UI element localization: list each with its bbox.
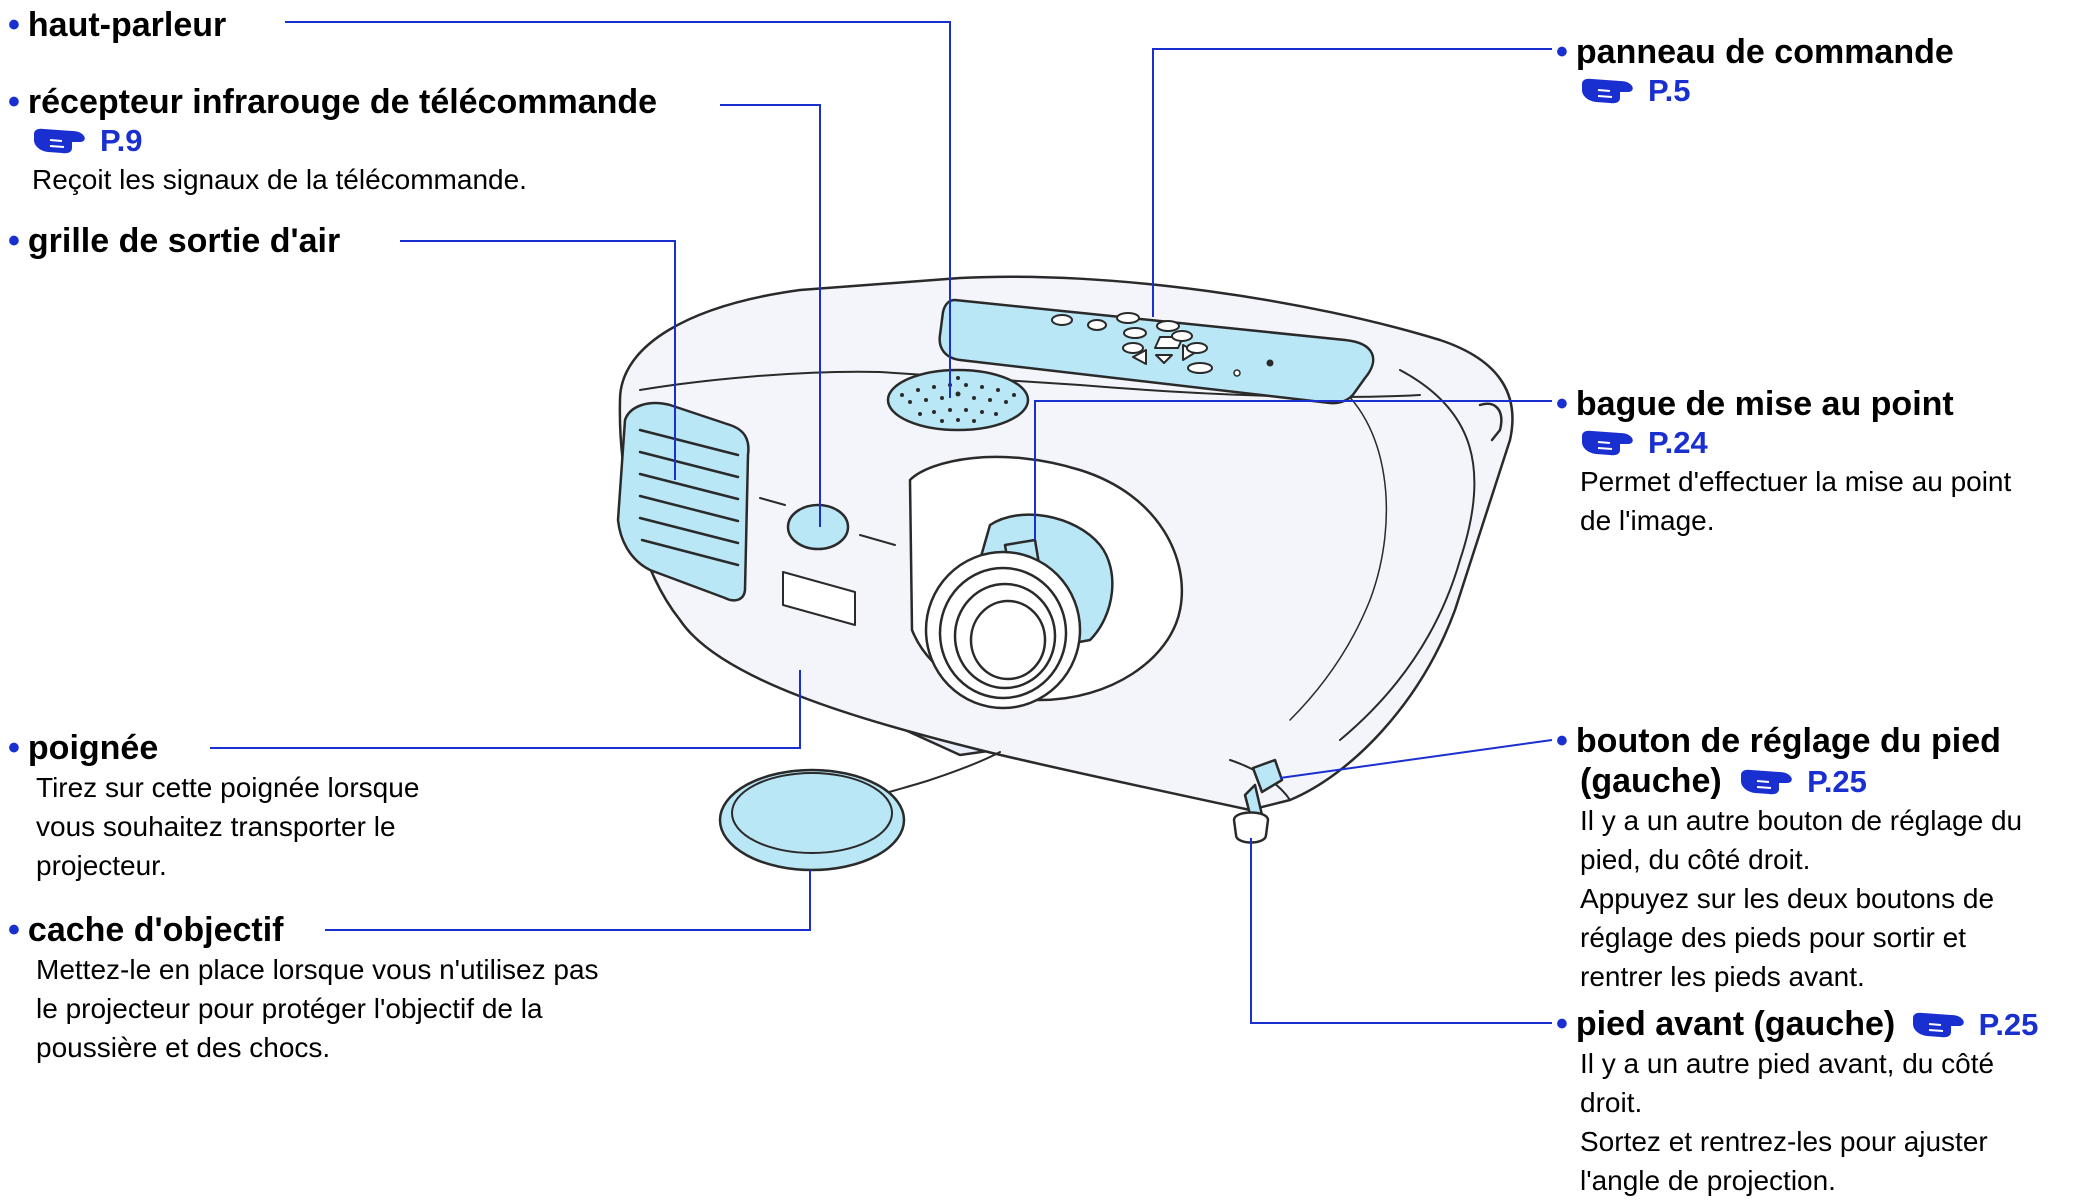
label-description: Il y a un autre bouton de réglage du — [1580, 805, 2023, 836]
page-reference: P.25 — [1807, 764, 1867, 799]
label-description: projecteur. — [36, 850, 167, 881]
label-title: haut-parleur — [27, 6, 227, 44]
projector-illustration — [616, 275, 1514, 872]
label-title: grille de sortie d'air — [27, 222, 341, 260]
pointing-hand-icon — [1912, 1012, 1964, 1038]
label-description: Il y a un autre pied avant, du côté — [1580, 1048, 1995, 1079]
label-panneau-commande: •panneau de commande P.5 — [1556, 32, 1954, 110]
label-title: poignée — [27, 729, 159, 767]
control-panel — [938, 298, 1375, 405]
callout-poignee — [210, 670, 801, 749]
label-description: poussière et des chocs. — [36, 1032, 331, 1063]
label-description: réglage des pieds pour sortir et — [1580, 922, 1966, 953]
page-reference-link[interactable]: P.9 — [32, 122, 143, 160]
callout-grille — [400, 240, 676, 480]
label-description: droit. — [1580, 1087, 1643, 1118]
callout-panneau — [1152, 48, 1552, 317]
ir-receiver — [786, 503, 850, 551]
pointing-hand-icon — [1582, 430, 1633, 456]
page-reference: P.24 — [1648, 425, 1708, 460]
label-cache-objectif: •cache d'objectif Mettez-le en place lor… — [8, 910, 599, 1067]
label-title: bague de mise au point — [1575, 385, 1954, 423]
pointing-hand-icon — [1741, 769, 1792, 795]
front-foot — [1232, 811, 1270, 844]
callout-pied — [1250, 838, 1552, 1024]
pointing-hand-icon — [1582, 78, 1633, 104]
label-description: Reçoit les signaux de la télécommande. — [32, 164, 527, 195]
label-pied-avant: •pied avant (gauche) P.25 Il y a un autr… — [1556, 1004, 2038, 1200]
label-recepteur-infrarouge: •récepteur infrarouge de télécommande P.… — [8, 82, 657, 199]
bullet: • — [1556, 722, 1568, 760]
label-description: le projecteur pour protéger l'objectif d… — [36, 993, 543, 1024]
label-grille-sortie-air: •grille de sortie d'air — [8, 221, 340, 261]
label-title: panneau de commande — [1575, 33, 1954, 71]
page-reference: P.5 — [1648, 73, 1691, 108]
page-reference-link[interactable]: P.25 — [1739, 763, 1867, 801]
pointing-hand-icon — [34, 128, 85, 154]
bullet: • — [1556, 385, 1568, 423]
label-title: cache d'objectif — [27, 911, 284, 949]
label-description: de l'image. — [1580, 505, 1715, 536]
page-reference-link[interactable]: P.5 — [1580, 72, 1691, 110]
bullet: • — [8, 83, 20, 121]
label-description: Sortez et rentrez-les pour ajuster — [1580, 1126, 1988, 1157]
bullet: • — [8, 729, 20, 767]
label-description: Permet d'effectuer la mise au point — [1580, 466, 2012, 497]
label-description: Mettez-le en place lorsque vous n'utilis… — [36, 954, 599, 985]
label-description: Appuyez sur les deux boutons de — [1580, 883, 1995, 914]
bullet: • — [1556, 1005, 1568, 1043]
label-description: vous souhaitez transporter le — [36, 811, 396, 842]
label-bague-mise-au-point: •bague de mise au point P.24 Permet d'ef… — [1556, 384, 2011, 540]
callout-bague — [1034, 400, 1552, 540]
callout-recepteur — [720, 104, 821, 527]
page-reference: P.25 — [1978, 1007, 2039, 1042]
bullet: • — [8, 6, 20, 44]
label-title: bouton de réglage du pied — [1575, 722, 2001, 760]
page-reference: P.9 — [100, 123, 143, 158]
bullet: • — [8, 911, 20, 949]
foot-adjust-button — [1251, 758, 1284, 794]
label-bouton-reglage-pied: •bouton de réglage du pied (gauche) P.25… — [1556, 721, 2022, 996]
callout-bouton — [1279, 739, 1553, 779]
label-poignee: •poignée Tirez sur cette poignée lorsque… — [8, 728, 419, 885]
speaker-grille — [886, 368, 1030, 432]
callout-haut-parleur — [285, 21, 951, 398]
callout-lines — [210, 21, 1553, 1024]
label-title: pied avant (gauche) — [1575, 1005, 1896, 1043]
page-reference-link[interactable]: P.24 — [1580, 424, 1708, 462]
callout-cache — [325, 870, 811, 931]
label-title-line2: (gauche) — [1580, 762, 1722, 800]
label-title: récepteur infrarouge de télécommande — [27, 83, 658, 121]
label-description: Tirez sur cette poignée lorsque — [36, 772, 420, 803]
page-reference-link[interactable]: P.25 — [1911, 1006, 2039, 1044]
bullet: • — [8, 222, 20, 260]
label-description: pied, du côté droit. — [1580, 844, 1811, 875]
label-description: rentrer les pieds avant. — [1580, 961, 1865, 992]
air-vent — [616, 401, 750, 602]
bullet: • — [1556, 33, 1568, 71]
label-description: l'angle de projection. — [1580, 1165, 1836, 1196]
label-haut-parleur: •haut-parleur — [8, 5, 226, 45]
